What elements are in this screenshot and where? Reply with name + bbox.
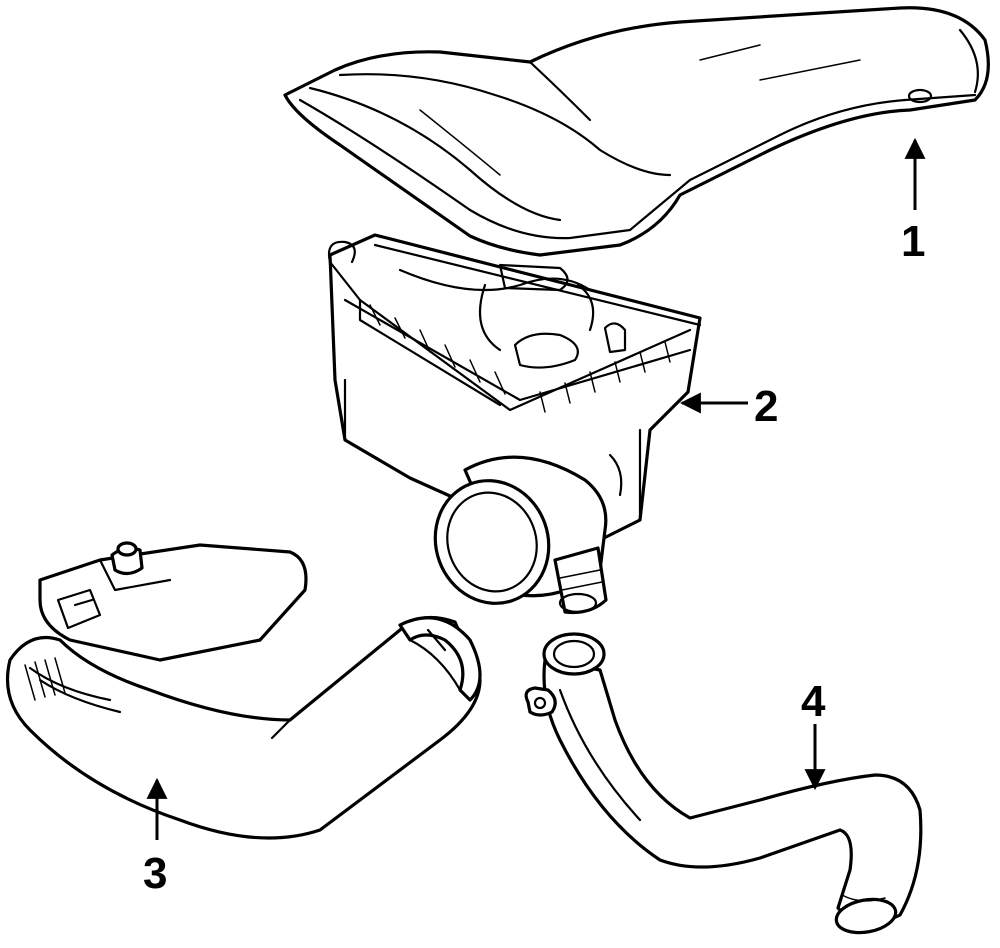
callout-2: 2 <box>754 382 778 431</box>
air-cleaner-cover <box>283 6 990 257</box>
callout-3: 3 <box>143 849 167 898</box>
air-cleaner-housing <box>327 233 702 615</box>
breather-hose <box>524 632 923 935</box>
callout-1: 1 <box>901 217 925 266</box>
callout-4: 4 <box>801 677 826 726</box>
intake-hose <box>5 541 482 840</box>
